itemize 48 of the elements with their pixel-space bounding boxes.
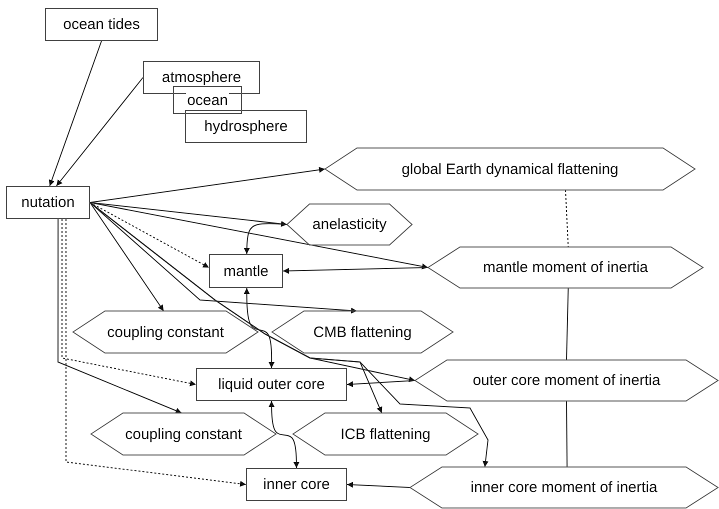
node-label: coupling constant xyxy=(106,324,225,340)
hexagon-node xyxy=(73,311,258,353)
process-box xyxy=(196,368,347,401)
arrow xyxy=(282,267,428,274)
node-label: ICB flattening xyxy=(339,426,432,442)
arrow xyxy=(244,288,275,368)
node-label: hydrosphere xyxy=(203,118,289,135)
arrow xyxy=(90,202,489,468)
node-label: mantle xyxy=(222,262,270,280)
node-label: CMB flattening xyxy=(312,324,413,340)
hexagon-node xyxy=(287,204,412,245)
process-box xyxy=(6,186,90,219)
hexagon-node xyxy=(428,247,703,288)
connector-line xyxy=(566,288,569,360)
hexagon-node xyxy=(410,467,718,508)
arrow xyxy=(90,202,358,314)
node-label: coupling constant xyxy=(124,426,243,442)
hexagon-node xyxy=(325,148,695,190)
node-label: atmosphere xyxy=(160,69,242,86)
node-label: liquid outer core xyxy=(217,376,326,393)
arrow xyxy=(244,223,288,254)
arrow xyxy=(62,218,196,386)
node-label: anelasticity xyxy=(311,216,388,233)
hexagon-node xyxy=(293,413,478,455)
arrow xyxy=(58,218,182,414)
arrow xyxy=(90,202,164,312)
arrow xyxy=(346,482,410,488)
process-box xyxy=(185,110,307,143)
arrow xyxy=(90,202,288,227)
arrow xyxy=(90,166,326,203)
process-box xyxy=(143,61,260,94)
hexagon-node xyxy=(91,413,276,455)
node-label: global Earth dynamical flattening xyxy=(400,160,620,178)
process-box xyxy=(45,8,158,41)
connector-line xyxy=(565,190,569,248)
hexagon-node xyxy=(272,311,453,353)
node-label: ocean xyxy=(186,92,229,108)
arrow xyxy=(346,380,416,388)
process-box xyxy=(209,254,283,288)
arrow xyxy=(65,218,246,487)
hexagon-node xyxy=(415,360,718,401)
arrow xyxy=(90,202,428,270)
arrow xyxy=(268,400,300,468)
process-box xyxy=(173,86,242,114)
process-box xyxy=(246,468,347,501)
arrow xyxy=(48,40,102,186)
arrow xyxy=(56,77,144,186)
connector-line xyxy=(566,400,568,468)
